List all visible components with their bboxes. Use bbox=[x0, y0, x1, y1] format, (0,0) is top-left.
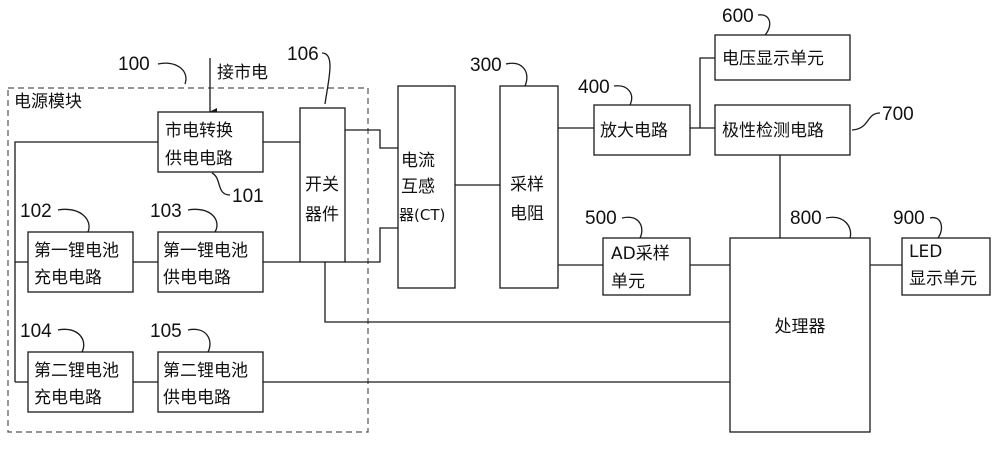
ref-101: 101 bbox=[232, 186, 264, 207]
power-module-boundary bbox=[7, 87, 369, 433]
ref-500: 500 bbox=[585, 208, 617, 229]
leader-800 bbox=[825, 216, 852, 239]
block-li2-supply: 第二锂电池 供电电路 bbox=[157, 351, 264, 413]
block-current-transformer: 电流 互感 器(CT) bbox=[397, 85, 456, 289]
block-text: 供电电路 bbox=[163, 268, 231, 288]
block-text: 第一锂电池 bbox=[34, 241, 119, 261]
block-polarity-detect: 极性检测电路 bbox=[714, 104, 851, 156]
block-li1-charge: 第一锂电池 充电电路 bbox=[27, 231, 134, 293]
block-text: 市电转换 bbox=[165, 121, 233, 141]
block-amplifier: 放大电路 bbox=[593, 104, 691, 156]
ref-104: 104 bbox=[20, 321, 52, 342]
block-switch: 开关 器件 bbox=[299, 107, 346, 263]
connector-to-voltage-display bbox=[699, 57, 715, 128]
block-text: 放大电路 bbox=[600, 121, 668, 141]
block-ad-sampling: AD采样 单元 bbox=[602, 237, 691, 296]
ref-400: 400 bbox=[578, 77, 610, 98]
leader-101 bbox=[211, 172, 231, 196]
block-text: 器(CT) bbox=[399, 206, 445, 224]
ref-300: 300 bbox=[470, 55, 502, 76]
block-text: 第一锂电池 bbox=[163, 241, 248, 261]
block-text: 开关 bbox=[305, 175, 339, 195]
block-text: 单元 bbox=[611, 272, 645, 292]
ref-900: 900 bbox=[893, 208, 925, 229]
block-text: 器件 bbox=[305, 205, 339, 225]
block-text: 极性检测电路 bbox=[722, 121, 824, 141]
connectors bbox=[14, 57, 902, 383]
leader-700 bbox=[851, 112, 881, 131]
ref-105: 105 bbox=[150, 321, 182, 342]
block-text: 显示单元 bbox=[909, 269, 977, 289]
connector-switch-to-processor bbox=[324, 262, 730, 323]
block-processor: 处理器 bbox=[729, 237, 871, 433]
block-text: AD采样 bbox=[611, 244, 670, 264]
leader-300 bbox=[505, 62, 528, 87]
block-li2-charge: 第二锂电池 充电电路 bbox=[27, 351, 134, 413]
ref-106: 106 bbox=[287, 44, 319, 65]
block-text: 供电电路 bbox=[165, 149, 233, 169]
leader-102 bbox=[57, 208, 90, 233]
ref-102: 102 bbox=[20, 201, 52, 222]
ref-103: 103 bbox=[150, 201, 182, 222]
leader-500 bbox=[621, 216, 643, 239]
leader-400 bbox=[613, 85, 633, 106]
block-text: 充电电路 bbox=[34, 388, 102, 408]
block-text: 互感 bbox=[401, 177, 435, 197]
connector-switch-to-ct-top bbox=[345, 129, 398, 149]
block-text: LED bbox=[909, 242, 942, 262]
block-led-display: LED 显示单元 bbox=[901, 237, 991, 296]
leader-600 bbox=[757, 14, 771, 36]
block-text: 第二锂电池 bbox=[34, 361, 119, 381]
block-mains-supply: 市电转换 供电电路 bbox=[157, 111, 264, 173]
mains-input-label: 接市电 bbox=[217, 63, 268, 83]
connector-left-bus bbox=[14, 141, 158, 382]
leader-103 bbox=[187, 208, 218, 233]
power-module-group: 电源模块 bbox=[7, 87, 369, 433]
block-text: 采样 bbox=[510, 175, 544, 195]
block-text: 第二锂电池 bbox=[163, 361, 248, 381]
leader-106 bbox=[321, 52, 331, 105]
block-text: 充电电路 bbox=[34, 268, 102, 288]
block-text: 处理器 bbox=[775, 317, 826, 337]
block-text: 供电电路 bbox=[163, 388, 231, 408]
leader-100 bbox=[157, 62, 187, 85]
power-module-label: 电源模块 bbox=[14, 92, 82, 112]
block-li1-supply: 第一锂电池 供电电路 bbox=[157, 231, 264, 293]
reference-numerals: 100 106 101 102 103 104 105 300 400 600 … bbox=[20, 6, 943, 353]
ref-800: 800 bbox=[790, 208, 822, 229]
leader-105 bbox=[187, 328, 211, 353]
ref-100: 100 bbox=[118, 54, 150, 75]
block-sampling-resistor: 采样 电阻 bbox=[499, 85, 559, 289]
leader-104 bbox=[57, 328, 85, 353]
mains-input: 接市电 bbox=[209, 58, 268, 116]
block-text: 电阻 bbox=[510, 204, 544, 224]
block-text: 电压显示单元 bbox=[722, 49, 824, 69]
block-text: 电流 bbox=[401, 151, 435, 171]
leader-900 bbox=[929, 216, 943, 239]
ref-700: 700 bbox=[882, 104, 914, 125]
block-voltage-display: 电压显示单元 bbox=[714, 34, 851, 81]
ref-600: 600 bbox=[722, 6, 754, 27]
connector-switch-to-ct-bottom bbox=[345, 227, 398, 263]
